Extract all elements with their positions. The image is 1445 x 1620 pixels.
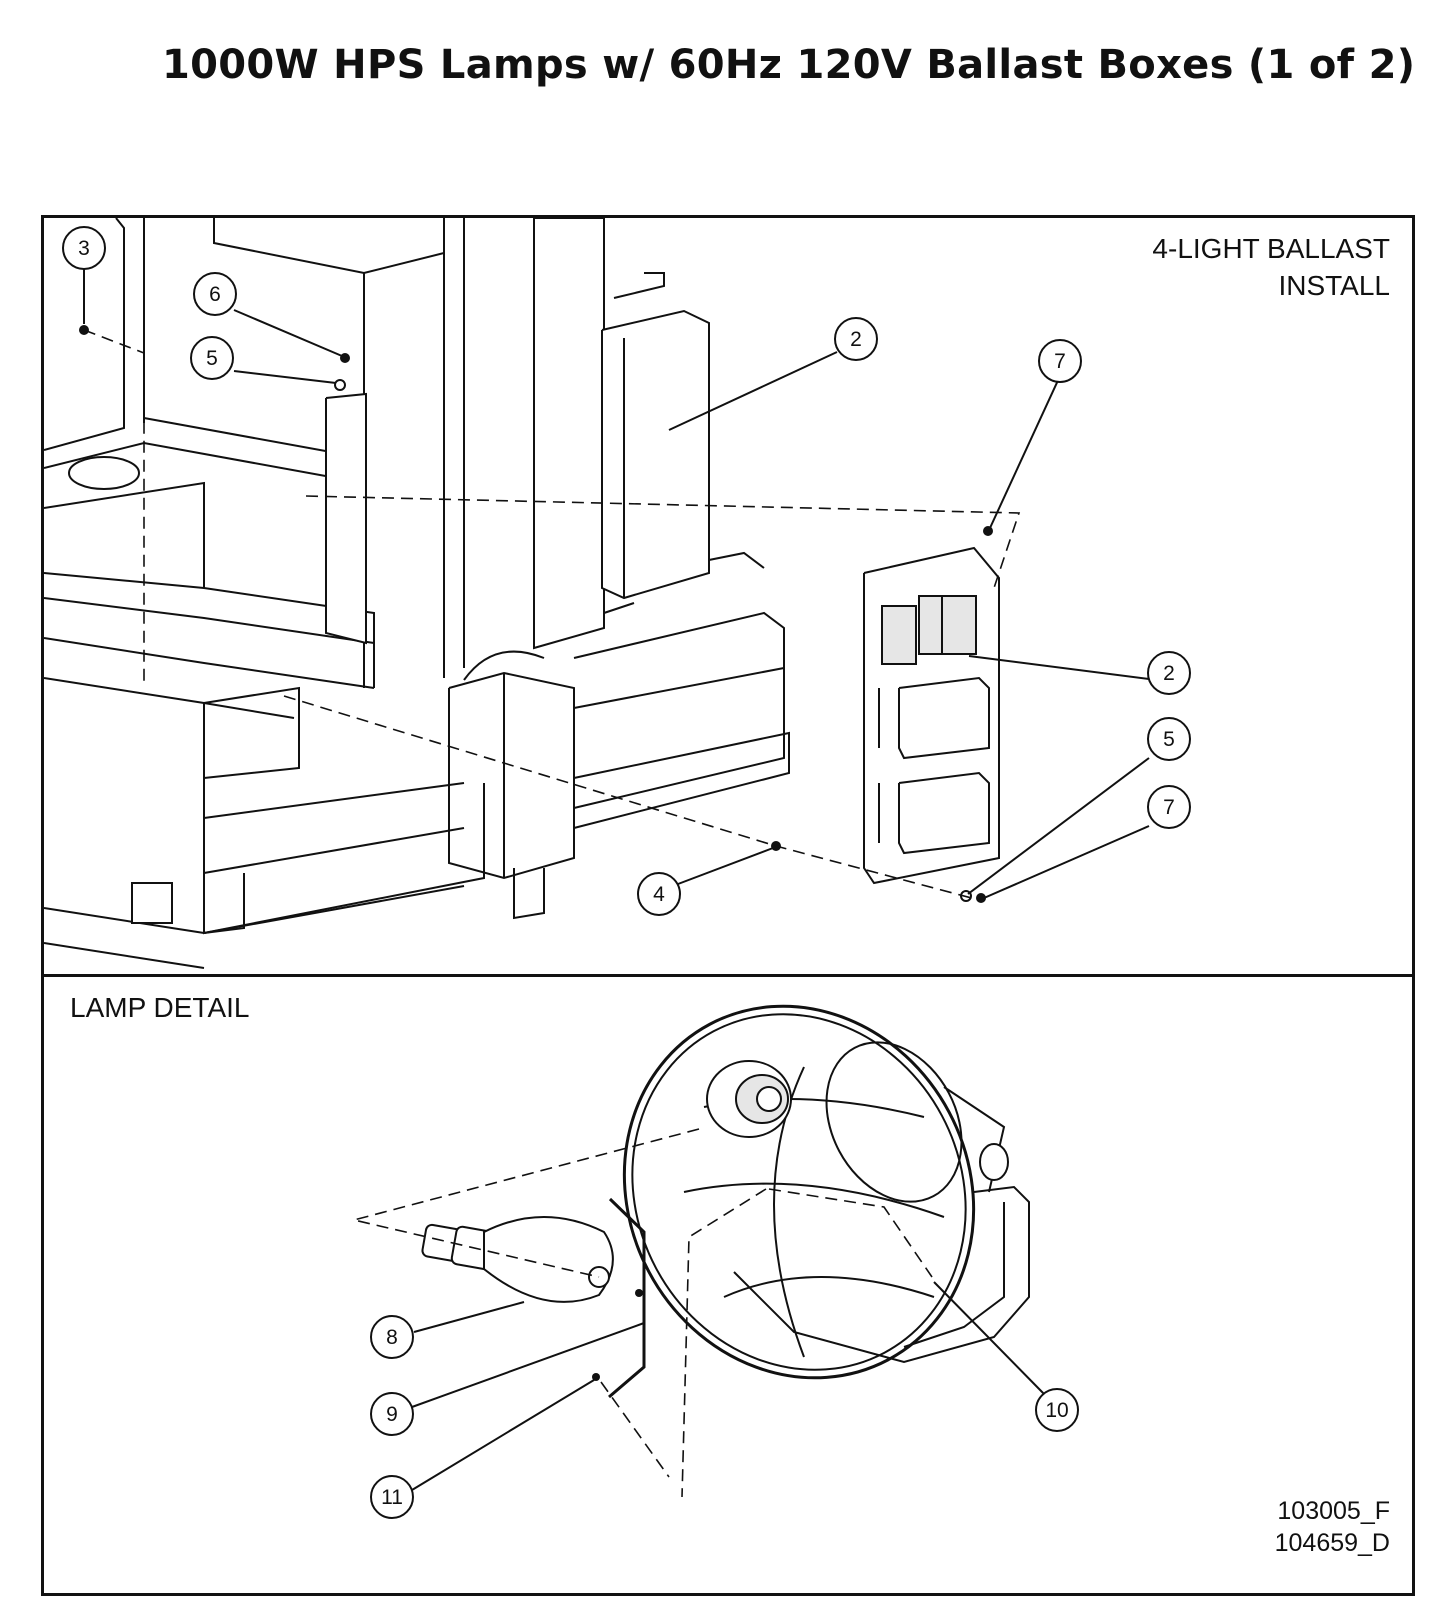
- drawing-numbers: 103005_F 104659_D: [1275, 1495, 1390, 1559]
- leader-lines: [83, 268, 1150, 899]
- ballast-install-drawing: 3 6 5 2 7 2 5 7: [44, 218, 1191, 969]
- callout-5-left: 5: [190, 336, 234, 380]
- svg-text:3: 3: [78, 237, 90, 260]
- svg-text:2: 2: [850, 328, 862, 351]
- svg-text:2: 2: [1163, 662, 1175, 685]
- svg-text:8: 8: [386, 1326, 398, 1349]
- svg-text:5: 5: [1163, 728, 1175, 751]
- callout-4: 4: [637, 872, 681, 916]
- lamp-reflector: [622, 1004, 1030, 1380]
- svg-text:7: 7: [1054, 350, 1066, 373]
- ballast-board: [863, 546, 1000, 885]
- callout-3: 3: [62, 226, 106, 270]
- svg-text:4: 4: [653, 883, 665, 906]
- callout-5-right: 5: [1147, 717, 1191, 761]
- callout-2-lower: 2: [1147, 651, 1191, 695]
- callout-10: 10: [1035, 1388, 1079, 1432]
- svg-text:10: 10: [1045, 1399, 1068, 1422]
- lamp-clip: [592, 1197, 646, 1399]
- svg-text:7: 7: [1163, 796, 1175, 819]
- lamp-detail-drawing: 8 9 11 10: [353, 1004, 1079, 1519]
- callout-6: 6: [193, 272, 237, 316]
- drawing-number-1: 103005_F: [1277, 1497, 1390, 1525]
- ballast-label-line-2: INSTALL: [1278, 270, 1390, 301]
- svg-text:9: 9: [386, 1403, 398, 1426]
- drawing-number-2: 104659_D: [1274, 1529, 1390, 1557]
- svg-text:5: 5: [206, 347, 218, 370]
- callout-7-upper: 7: [1038, 339, 1082, 383]
- callout-8: 8: [370, 1315, 414, 1359]
- svg-text:11: 11: [381, 1486, 403, 1509]
- ballast-panel-label: 4-LIGHT BALLAST INSTALL: [1152, 230, 1390, 304]
- lamp-leader-lines: [411, 1281, 1047, 1491]
- lamp-assembly-lines: [353, 1128, 933, 1498]
- assembly-lines: [83, 329, 1021, 901]
- page-title: 1000W HPS Lamps w/ 60Hz 120V Ballast Box…: [162, 42, 1416, 88]
- ballast-label-line-1: 4-LIGHT BALLAST: [1152, 233, 1390, 264]
- callout-11: 11: [370, 1475, 414, 1519]
- cart-frame: [44, 218, 993, 969]
- lamp-detail-panel: 8 9 11 10 LAMP DETAIL 103005_F 104659_D: [41, 974, 1415, 1596]
- svg-text:6: 6: [209, 283, 221, 306]
- callout-9: 9: [370, 1392, 414, 1436]
- lamp-detail-label: LAMP DETAIL: [70, 992, 250, 1023]
- hps-lamp-bulb: [421, 1216, 614, 1303]
- ballast-install-panel: 3 6 5 2 7 2 5 7: [41, 215, 1415, 977]
- callout-7-lower: 7: [1147, 785, 1191, 829]
- callout-2-upper: 2: [834, 317, 878, 361]
